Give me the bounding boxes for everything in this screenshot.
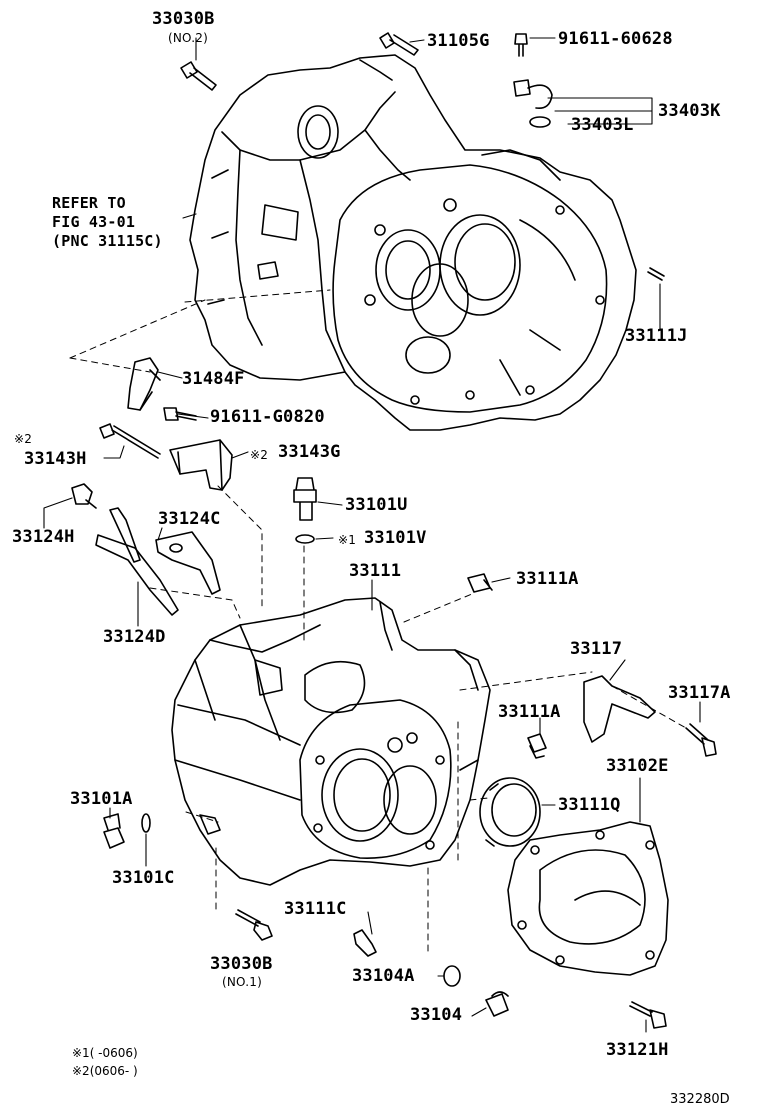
part-label-33102E: 33102E: [606, 756, 669, 776]
leader-lines: [43, 37, 701, 1033]
seal-33111Q: [479, 777, 541, 847]
pin-33111C: [353, 929, 377, 957]
part-label-33111J: 33111J: [625, 326, 688, 346]
plug-33101A: [103, 813, 125, 849]
assembly-dash-lines: [69, 289, 687, 956]
lever-33124C: [155, 531, 221, 595]
bolt-33124H: [71, 483, 97, 509]
part-label-33030B-no2-sub: (NO.2): [168, 31, 208, 45]
bolt-33030B-no2: [180, 61, 217, 91]
part-label-33111Q: 33111Q: [558, 795, 621, 815]
part-label-33117: 33117: [570, 639, 623, 659]
part-label-33101V: 33101V: [364, 528, 427, 548]
mark-1: ※1: [338, 533, 357, 547]
figure-code: 332280D: [670, 1092, 730, 1107]
part-label-33117A: 33117A: [668, 683, 731, 703]
part-label-33403K: 33403K: [658, 101, 721, 121]
plug-33104A: [443, 965, 461, 987]
transaxle-case-33111-illustration: [171, 597, 491, 886]
plug-33111A-mid: [527, 733, 547, 759]
footnote-2: ※2(0606- ): [72, 1064, 138, 1078]
refer-text-line1: REFER TO: [52, 194, 126, 212]
bolt-91611-G0820: [163, 407, 197, 421]
part-label-33124D: 33124D: [103, 627, 166, 647]
part-label-33104: 33104: [410, 1005, 463, 1025]
cover-33102E-illustration: [507, 821, 669, 976]
bolt-91611-60628: [514, 33, 528, 57]
sensor-33403K: [513, 79, 553, 128]
part-label-33124C: 33124C: [158, 509, 221, 529]
part-label-33111A-top: 33111A: [516, 569, 579, 589]
bolt-33030B-no1: [235, 909, 273, 941]
bolt-31105G: [379, 32, 419, 56]
refer-text-line3: (PNC 31115C): [52, 232, 163, 250]
pin-33111J: [647, 267, 665, 281]
part-label-33124H: 33124H: [12, 527, 75, 547]
part-label-31105G: 31105G: [427, 31, 490, 51]
bracket-31484F: [127, 357, 161, 411]
part-label-91611-G0820: 91611-G0820: [210, 407, 325, 427]
gasket-33101V: [295, 534, 315, 544]
part-label-33030B-no2: 33030B: [152, 9, 215, 29]
part-label-91611-60628: 91611-60628: [558, 29, 673, 49]
footnote-1: ※1( -0606): [72, 1046, 138, 1060]
part-label-33101U: 33101U: [345, 495, 408, 515]
part-label-33143H: 33143H: [24, 449, 87, 469]
part-label-33101A: 33101A: [70, 789, 133, 809]
part-label-33143G: 33143G: [278, 442, 341, 462]
mark-2-b: ※2: [250, 448, 269, 462]
lever-33124D: [95, 507, 179, 616]
mark-2-a: ※2: [14, 432, 33, 446]
transmission-housing-illustration: [189, 54, 637, 431]
part-label-33030B-no1: 33030B: [210, 954, 273, 974]
gasket-33101C: [141, 813, 151, 833]
plug-33111A-top: [467, 573, 493, 593]
part-label-33101C: 33101C: [112, 868, 175, 888]
part-label-33111A-mid: 33111A: [498, 702, 561, 722]
bolt-33143H: [99, 423, 161, 459]
part-label-33111: 33111: [349, 561, 402, 581]
bolt-33121H: [629, 1001, 667, 1029]
part-label-33104A: 33104A: [352, 966, 415, 986]
part-label-33111C: 33111C: [284, 899, 347, 919]
part-label-33121H: 33121H: [606, 1040, 669, 1060]
bolt-33117A: [685, 723, 717, 757]
part-label-33403L: 33403L: [571, 115, 634, 135]
refer-text-line2: FIG 43-01: [52, 213, 136, 231]
part-label-31484F: 31484F: [182, 369, 245, 389]
switch-33101U: [293, 477, 317, 521]
bracket-33143G: [169, 439, 233, 491]
part-label-33030B-no1-sub: (NO.1): [222, 975, 262, 989]
plug-33104: [485, 991, 509, 1017]
bracket-33117: [583, 675, 656, 743]
